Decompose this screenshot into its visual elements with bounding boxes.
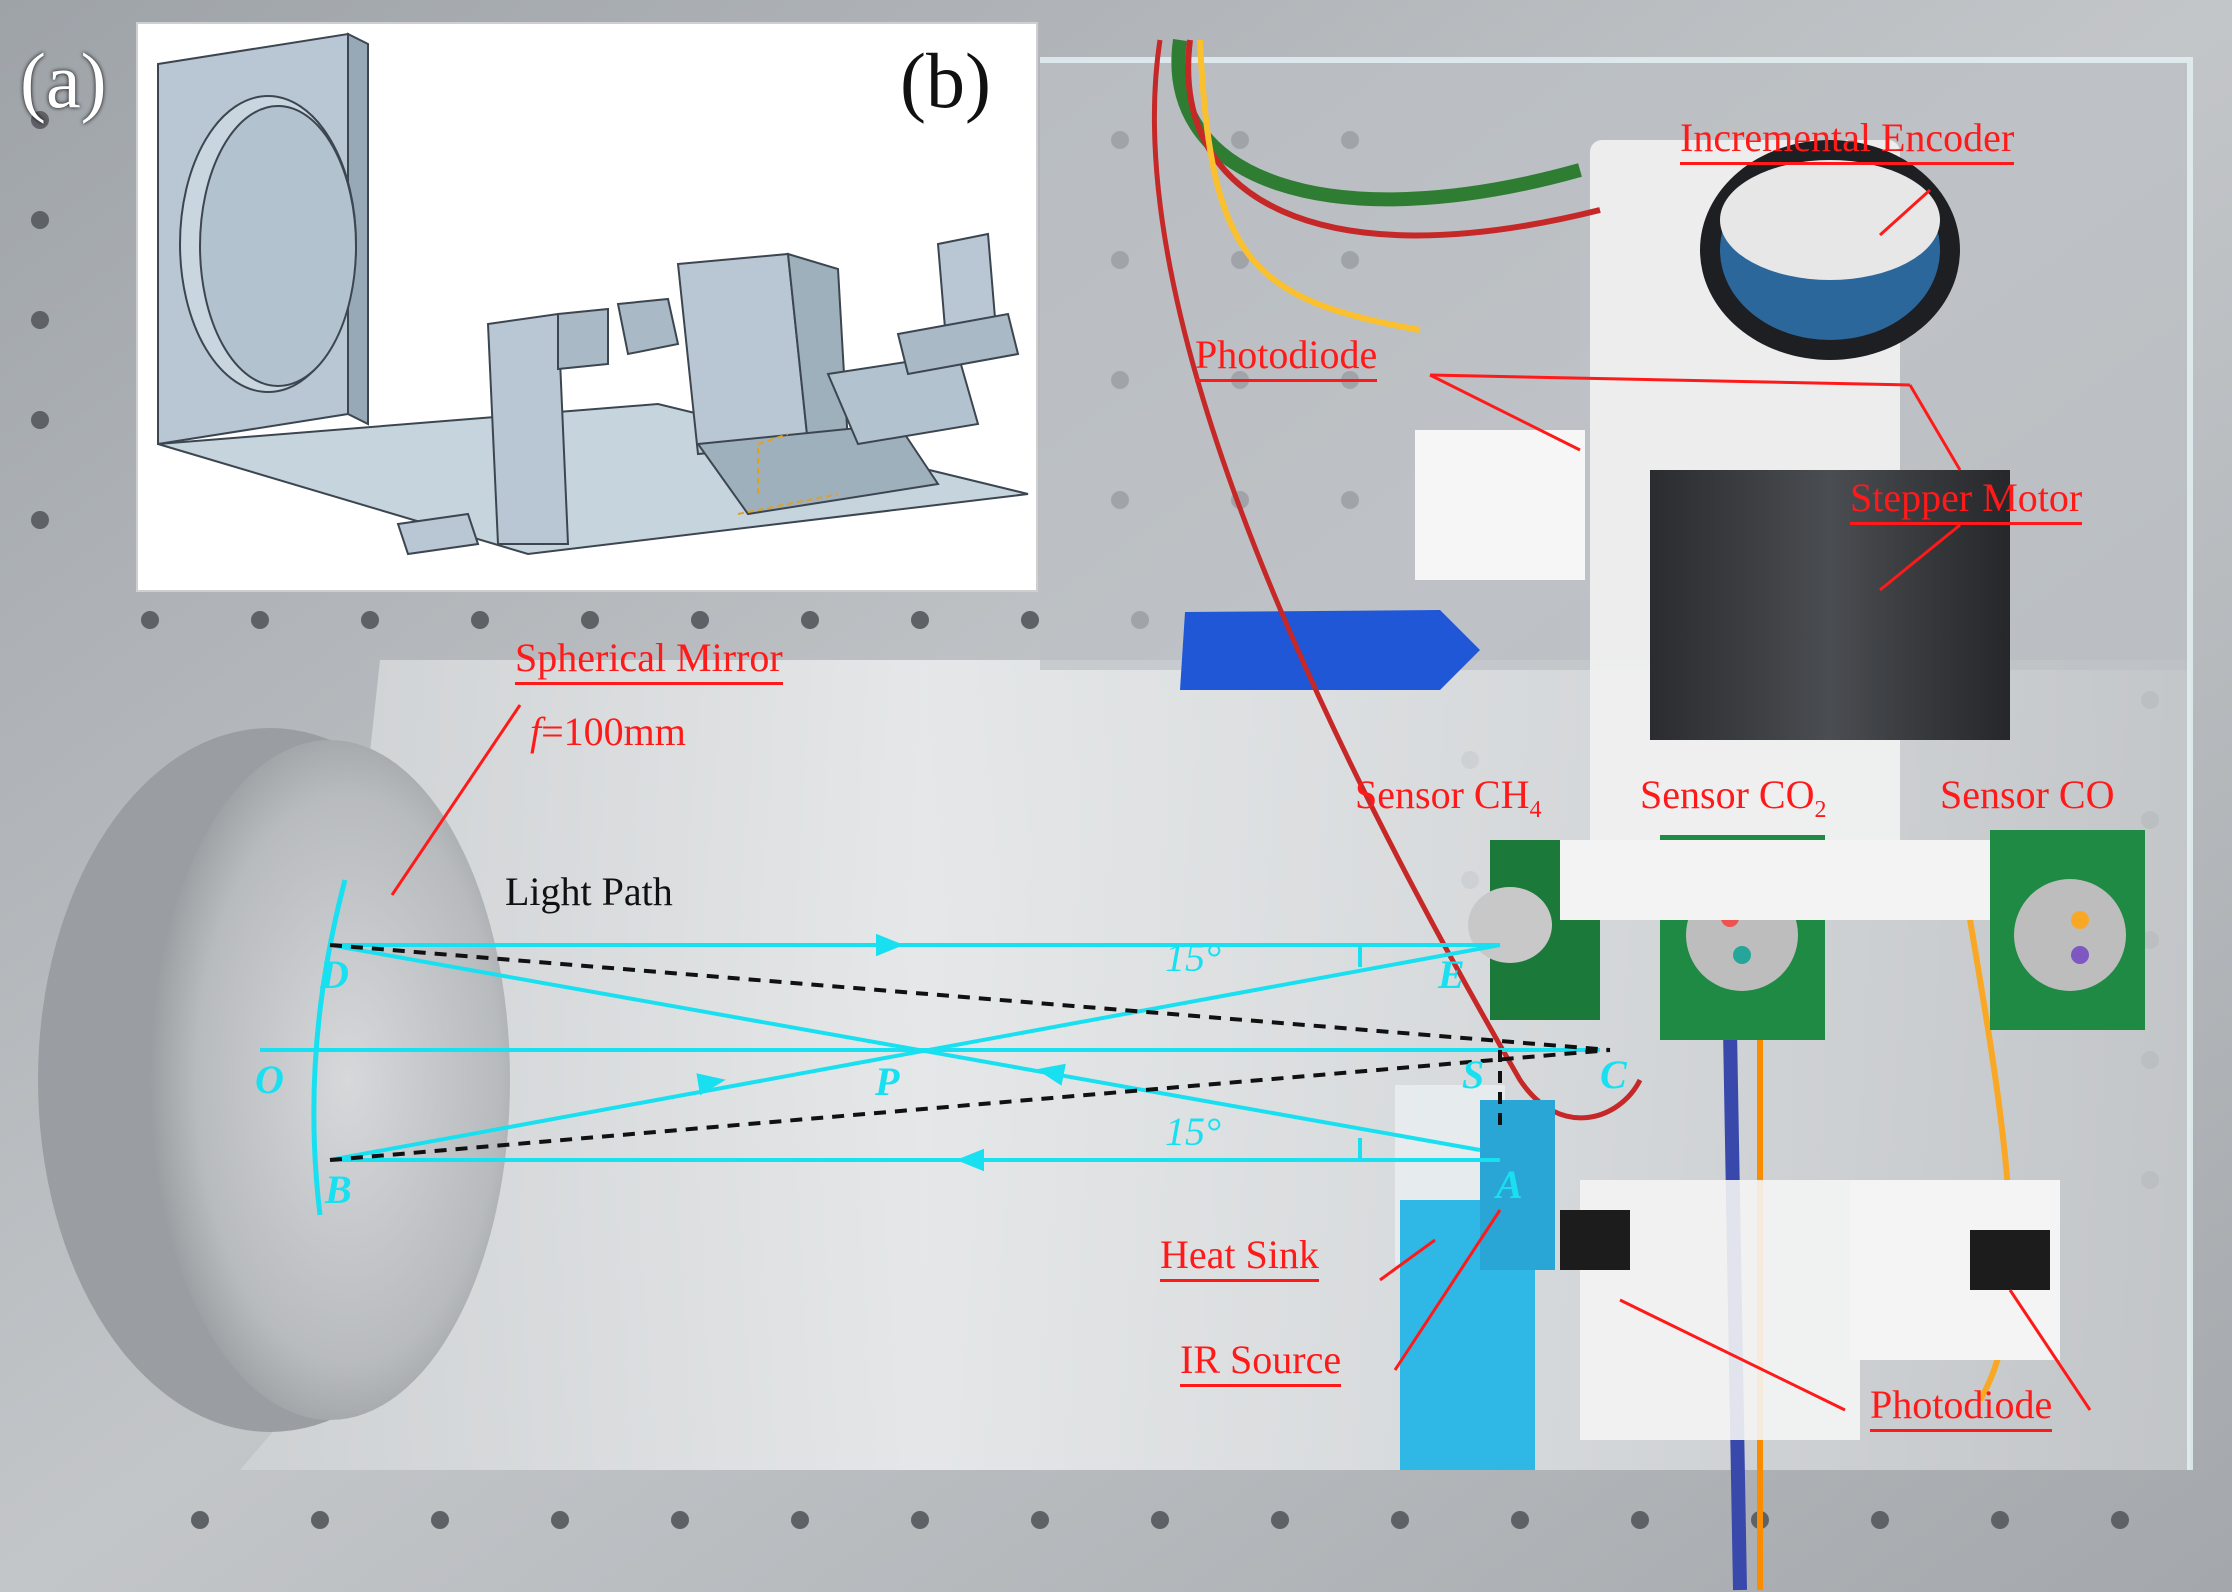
- ray-d-a: [329, 943, 1481, 1152]
- panel-label-a: (a): [20, 37, 107, 124]
- angle-label-upper: 15°: [1165, 935, 1221, 980]
- ray-e-b: [329, 943, 1501, 1162]
- blue-tape: [1180, 610, 1480, 690]
- label-photodiode-bottom: Photodiode: [1870, 1385, 2053, 1432]
- label-sensor-ch4-text: Sensor CH: [1355, 772, 1530, 817]
- label-stepper-motor: Stepper Motor: [1850, 478, 2083, 525]
- label-heat-sink: Heat Sink: [1160, 1235, 1319, 1282]
- cad-inset: [136, 22, 1038, 592]
- point-d: D: [320, 952, 349, 997]
- dashed-paths: [329, 943, 1611, 1162]
- photodiode-top-mount: [1415, 430, 1585, 580]
- label-photodiode-top: Photodiode: [1195, 335, 1378, 382]
- label-focal-value: =100mm: [541, 709, 686, 754]
- panel-label-b: (b): [900, 37, 991, 124]
- label-sensor-co: Sensor CO: [1940, 772, 2115, 817]
- point-a: A: [1496, 1162, 1523, 1207]
- annotation-leaders: [390, 188, 2092, 1412]
- mirror-arc: [311, 879, 348, 1216]
- stepper-motor-body: [1650, 470, 2010, 740]
- label-sensor-co2: Sensor CO2: [1640, 772, 1827, 823]
- label-sensor-ch4-sub: 4: [1529, 797, 1542, 823]
- label-sensor-co2-text: Sensor CO: [1640, 772, 1815, 817]
- mirror-face: [150, 740, 510, 1420]
- point-p: P: [875, 1059, 900, 1104]
- cad-drawing: [157, 32, 1029, 556]
- label-sensor-co2-sub: 2: [1814, 797, 1827, 823]
- label-focal-symbol: f: [530, 709, 542, 754]
- point-e: E: [1438, 952, 1465, 997]
- angle-label-lower: 15°: [1165, 1109, 1221, 1154]
- label-light-path: Light Path: [505, 869, 673, 914]
- label-spherical-mirror: Spherical Mirror: [515, 638, 783, 685]
- point-c: C: [1600, 1052, 1627, 1097]
- point-s: S: [1462, 1052, 1485, 1097]
- point-b: B: [325, 1167, 352, 1212]
- label-ir-source: IR Source: [1180, 1340, 1342, 1387]
- point-o: O: [255, 1057, 284, 1102]
- label-sensor-ch4: Sensor CH4: [1355, 772, 1542, 823]
- label-incremental-encoder: Incremental Encoder: [1680, 118, 2015, 165]
- label-focal-length: f=100mm: [530, 712, 686, 752]
